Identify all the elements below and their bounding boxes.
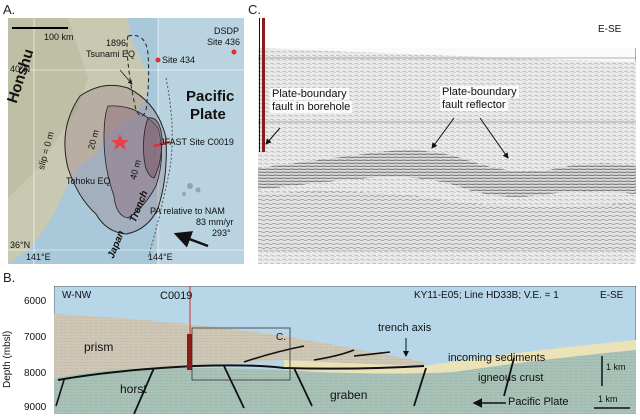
plate-label: Plate bbox=[190, 106, 226, 123]
pa-relative-label: PA relative to NAM bbox=[150, 206, 225, 216]
reflector-arrow-left bbox=[431, 117, 455, 149]
dsdp-label: DSDP bbox=[214, 26, 240, 36]
reflector-label-1: Plate-boundary bbox=[440, 86, 519, 98]
igneous-crust bbox=[54, 350, 636, 414]
section-line-info: KY11-E05; Line HD33B; V.E. = 1 bbox=[414, 290, 559, 301]
panel-a-letter: A. bbox=[3, 2, 16, 17]
map-scale-label: 100 km bbox=[44, 32, 74, 42]
section-box-label: C. bbox=[276, 332, 286, 343]
panel-c-extent-box bbox=[191, 327, 291, 381]
borehole-c0019 bbox=[262, 18, 265, 152]
depth-tick-8000: 8000 bbox=[24, 368, 47, 379]
borehole-fault-label-2: fault in borehole bbox=[270, 101, 353, 113]
lon-144-label: 144°E bbox=[148, 252, 173, 262]
lat-40-label: 40°N bbox=[10, 64, 31, 74]
prism-label: prism bbox=[84, 340, 114, 354]
pa-rate-label: 83 mm/yr bbox=[196, 217, 234, 227]
depth-axis-title: Depth (mbsl) bbox=[2, 330, 13, 388]
japan-trench-line bbox=[147, 77, 173, 259]
slip-zero-contour bbox=[64, 84, 167, 235]
panel-c-letter: C. bbox=[248, 2, 261, 17]
tsunami-year-label: 1896 bbox=[106, 38, 127, 48]
depth-tick-6000: 6000 bbox=[24, 296, 47, 307]
reflector-arrow-right bbox=[479, 117, 509, 159]
site-434-dot bbox=[155, 57, 161, 63]
incoming-sediments-label: incoming sediments bbox=[448, 352, 546, 364]
site-436-label: Site 436 bbox=[207, 37, 241, 47]
horizontal-scale-label: 1 km bbox=[598, 394, 618, 404]
section-left-direction: W-NW bbox=[62, 290, 92, 301]
vertical-scale-label: 1 km bbox=[606, 362, 626, 372]
tohoku-eq-label: Tohoku EQ bbox=[66, 176, 111, 186]
panel-b-section bbox=[54, 286, 636, 414]
pa-azimuth-label: 293° bbox=[212, 228, 231, 238]
site-434-label: Site 434 bbox=[162, 55, 196, 65]
c0019-borehole bbox=[187, 334, 192, 370]
trench-axis-label: trench axis bbox=[378, 322, 432, 334]
depth-tick-7000: 7000 bbox=[24, 332, 47, 343]
panel-c-seismic bbox=[258, 18, 636, 264]
igneous-crust-label: igneous crust bbox=[478, 372, 544, 384]
plate-motion-arrow bbox=[173, 231, 209, 248]
lat-36-label: 36°N bbox=[10, 240, 31, 250]
tohoku-epicenter-star bbox=[111, 134, 129, 150]
pacific-label: Pacific bbox=[186, 88, 235, 105]
section-right-direction: E-SE bbox=[600, 290, 624, 301]
tsunami-1896-outline bbox=[126, 34, 150, 117]
graben-label: graben bbox=[330, 388, 368, 402]
plate-boundary-fault bbox=[57, 364, 425, 381]
lon-141-label: 141°E bbox=[26, 252, 51, 262]
depth-tick-9000: 9000 bbox=[24, 402, 47, 413]
tsunami-eq-label: Tsunami EQ bbox=[86, 49, 136, 59]
borehole-fault-label-1: Plate-boundary bbox=[270, 88, 349, 100]
site-436-dot bbox=[231, 49, 237, 55]
horst-label: horst bbox=[120, 382, 147, 396]
seismic-direction-label: E-SE bbox=[598, 24, 622, 35]
borehole-fault-arrow bbox=[265, 127, 281, 145]
jfast-site-label: JFAST Site C0019 bbox=[160, 137, 234, 147]
section-site-label: C0019 bbox=[160, 290, 193, 302]
reflector-label-2: fault reflector bbox=[440, 99, 508, 111]
panel-b-letter: B. bbox=[3, 270, 16, 285]
slip-40m-contour bbox=[143, 117, 163, 179]
incoming-sediments bbox=[284, 340, 636, 374]
pacific-plate-label: Pacific Plate bbox=[508, 396, 569, 408]
prism-body bbox=[54, 314, 424, 378]
jfast-site-marker bbox=[153, 140, 171, 148]
fault-reflector-zone bbox=[258, 150, 636, 197]
panel-a-map: 100 km bbox=[8, 18, 244, 264]
